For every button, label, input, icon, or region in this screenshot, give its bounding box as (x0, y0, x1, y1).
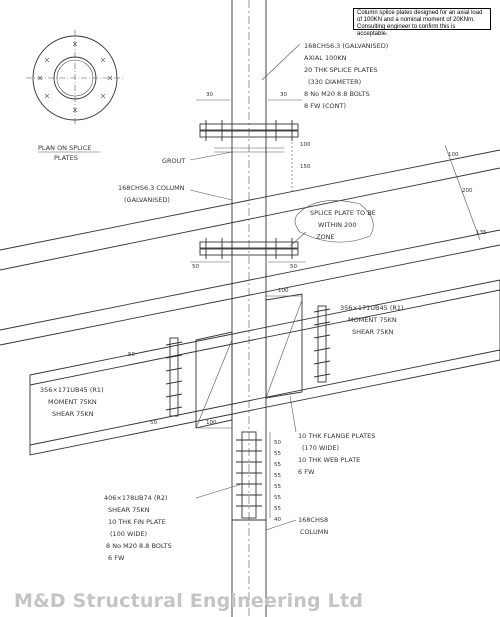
ann-lower-4: 8 No M20 8.8 BOLTS (106, 542, 172, 550)
ann-lower-0: 406×178UB74 (R2) (104, 494, 168, 502)
dim-fin-1: 55 (274, 451, 281, 457)
dimension-lines (190, 99, 481, 518)
ann-beam-left-0: 356×171UB45 (R1) (40, 386, 104, 394)
dim-top-right: 30 (280, 92, 287, 98)
ann-col-mid-1: (GALVANISED) (124, 196, 170, 204)
ann-col-top-1: AXIAL 100KN (304, 54, 347, 62)
company-watermark: M&D Structural Engineering Ltd (14, 590, 364, 612)
dim-mid-left: 50 (192, 264, 199, 270)
main-beam (29, 279, 500, 456)
dim-slope-200: 200 (462, 188, 473, 194)
ann-lower-2: 10 THK FIN PLATE (108, 518, 166, 526)
dim-beam-top: 100 (278, 288, 289, 294)
ann-beam-left-2: SHEAR 75KN (52, 410, 94, 418)
dim-fin-6: 55 (274, 506, 281, 512)
dim-100: 100 (300, 142, 311, 148)
annotation-lower-beam: 406×178UB74 (R2) SHEAR 75KN 10 THK FIN P… (104, 494, 172, 562)
ann-flange-3: 6 FW (298, 468, 315, 476)
ann-col-top-0: 168CHS6.3 (GALVANISED) (304, 42, 388, 50)
ann-lower-3: (100 WIDE) (110, 530, 147, 538)
ann-col-bottom-1: COLUMN (300, 528, 328, 536)
ann-lower-1: SHEAR 75KN (108, 506, 150, 514)
ann-col-top-4: 8 No M20 8.8 BOLTS (304, 90, 370, 98)
dim-fin-5: 55 (274, 495, 281, 501)
dim-fin-3: 55 (274, 473, 281, 479)
ann-col-mid-0: 168CHS6.3 COLUMN (118, 184, 185, 192)
design-note-text: Column splice plates designed for an axi… (357, 10, 483, 37)
ann-lower-5: 6 FW (108, 554, 125, 562)
ann-col-top-5: 8 FW (CONT) (304, 102, 346, 110)
ann-splice-0: SPLICE PLATE TO BE (310, 209, 376, 217)
design-note-box: Column splice plates designed for an axi… (353, 8, 491, 37)
dim-top-left: 30 (206, 92, 213, 98)
dim-slope-100: 100 (448, 152, 459, 158)
ann-flange-1: (170 WIDE) (302, 444, 339, 452)
ann-col-top-3: (330 DIAMETER) (308, 78, 361, 86)
dim-fin-4: 55 (274, 484, 281, 490)
plan-view: PLAN ON SPLICE PLATES (26, 30, 124, 162)
dim-150: 150 (300, 164, 311, 170)
dim-mid-right: 50 (290, 264, 297, 270)
ann-beam-right-1: MOMENT 75KN (348, 316, 397, 324)
ann-flange-0: 10 THK FLANGE PLATES (298, 432, 375, 440)
dim-fin-2: 55 (274, 462, 281, 468)
ann-col-bottom-0: 168CHS8 (298, 516, 328, 524)
ann-beam-left-1: MOMENT 75KN (48, 398, 97, 406)
annotation-column-top: 168CHS6.3 (GALVANISED) AXIAL 100KN 20 TH… (304, 42, 388, 110)
ann-col-top-2: 20 THK SPLICE PLATES (304, 66, 378, 74)
column (165, 0, 331, 617)
ann-grout: GROUT (162, 157, 185, 165)
dim-fin-0: 50 (274, 440, 281, 446)
plan-label-line1: PLAN ON SPLICE (38, 144, 91, 152)
dim-slope-135: 135 (476, 230, 487, 236)
dim-beam-left-top: 50 (128, 352, 135, 358)
ann-splice-1: WITHIN 200 (318, 221, 356, 229)
ann-splice-2: ZONE (316, 233, 335, 241)
plan-label-line2: PLATES (54, 154, 78, 162)
leader-lines (189, 43, 307, 531)
upper-beam-lines (0, 149, 500, 346)
ann-beam-right-2: SHEAR 75KN (352, 328, 394, 336)
dim-beam-bot: 100 (206, 420, 217, 426)
annotation-flange-plates: 10 THK FLANGE PLATES (170 WIDE) 10 THK W… (298, 432, 375, 476)
ann-flange-2: 10 THK WEB PLATE (298, 456, 360, 464)
ann-beam-right-0: 356×171UB45 (R1) (340, 304, 404, 312)
dim-fin-7: 40 (274, 517, 281, 523)
dim-beam-left-bot: 50 (150, 420, 157, 426)
